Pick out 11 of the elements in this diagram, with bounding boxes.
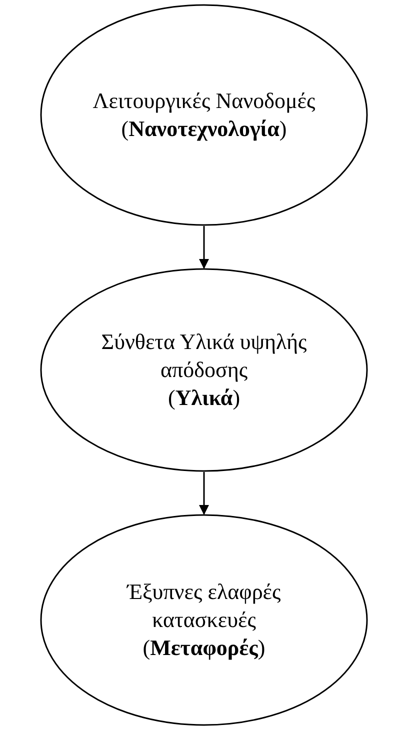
arrow [199,226,209,269]
node-text: Σύνθετα Υλικά υψηλής απόδοσης [100,328,308,384]
node-text: Λειτουργικές Νανοδομές [92,87,316,115]
node-text: Έξυπνες ελαφρές κατασκευές [126,578,282,634]
node-text: (Μεταφορές) [142,634,266,662]
arrow [199,472,209,515]
node-text: (Νανοτεχνολογία) [121,115,287,143]
node-text: (Υλικά) [168,384,240,412]
process-ellipse [40,268,368,472]
process-ellipse [40,4,368,226]
process-ellipse [40,514,368,726]
